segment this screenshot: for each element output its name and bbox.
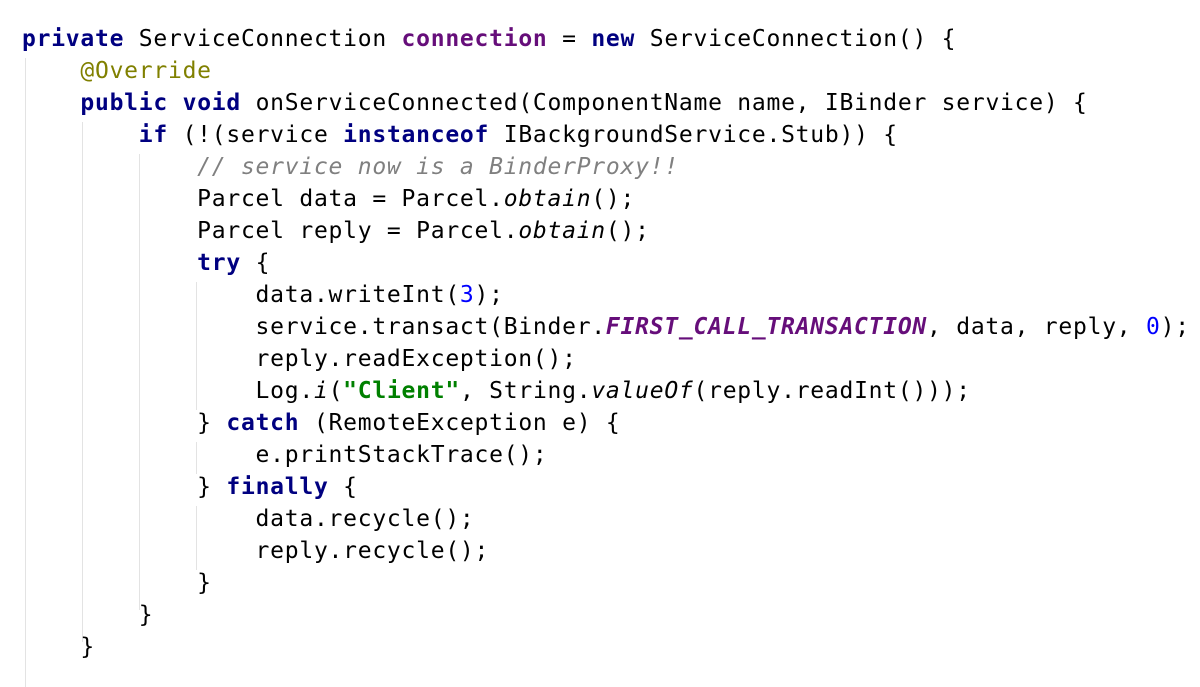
code-line-1[interactable]: private ServiceConnection connection = n…: [22, 23, 956, 55]
code-text: =: [547, 26, 592, 52]
indent-guide-level-1: [25, 58, 26, 687]
indent-guide-level-4: [196, 282, 197, 410]
code-text: , String.: [459, 378, 592, 404]
code-text: reply.recycle();: [22, 538, 490, 564]
code-line-12[interactable]: Log.i("Client", String.valueOf(reply.rea…: [22, 375, 971, 407]
code-text: );: [1160, 314, 1190, 340]
code-text: [168, 90, 183, 116]
code-line-17[interactable]: reply.recycle();: [22, 535, 489, 567]
code-text: data.writeInt(: [22, 282, 460, 308]
code-comment: // service now is a BinderProxy!!: [197, 154, 679, 180]
indent-guide-level-2: [82, 122, 83, 642]
keyword-public: public: [80, 90, 168, 116]
code-line-7[interactable]: Parcel reply = Parcel.obtain();: [22, 215, 650, 247]
keyword-private: private: [22, 26, 125, 52]
code-line-3[interactable]: public void onServiceConnected(Component…: [22, 87, 1088, 119]
code-line-13[interactable]: } catch (RemoteException e) {: [22, 407, 621, 439]
indent: [22, 154, 197, 180]
code-line-11[interactable]: reply.readException();: [22, 343, 577, 375]
keyword-instanceof: instanceof: [343, 122, 490, 148]
code-text: Parcel data = Parcel.: [22, 186, 504, 212]
static-method-i: i: [313, 378, 329, 404]
code-line-19[interactable]: }: [22, 599, 153, 631]
code-line-20[interactable]: }: [22, 631, 95, 663]
code-text: }: [22, 410, 227, 436]
code-text: reply.readException();: [22, 346, 577, 372]
code-line-5[interactable]: // service now is a BinderProxy!!: [22, 151, 679, 183]
code-text: IBackgroundService.Stub)) {: [489, 122, 898, 148]
code-text: (reply.readInt()));: [693, 378, 971, 404]
field-connection: connection: [401, 26, 548, 52]
code-text: }: [22, 474, 227, 500]
static-method-obtain: obtain: [503, 186, 592, 212]
static-method-valueof: valueOf: [591, 378, 694, 404]
code-text: data.recycle();: [22, 506, 475, 532]
code-line-16[interactable]: data.recycle();: [22, 503, 475, 535]
code-text: onServiceConnected(ComponentName name, I…: [240, 90, 1088, 116]
constant-first-call-transaction: FIRST_CALL_TRANSACTION: [605, 314, 928, 340]
keyword-if: if: [138, 122, 168, 148]
code-line-14[interactable]: e.printStackTrace();: [22, 439, 548, 471]
indent: [22, 122, 139, 148]
code-text: Parcel reply = Parcel.: [22, 218, 519, 244]
keyword-finally: finally: [226, 474, 329, 500]
code-text: Log.: [22, 378, 314, 404]
code-line-8[interactable]: try {: [22, 247, 270, 279]
indent: [22, 250, 197, 276]
code-text: {: [240, 250, 271, 276]
code-text: }: [22, 570, 212, 596]
code-text: ServiceConnection: [124, 26, 402, 52]
code-line-4[interactable]: if (!(service instanceof IBackgroundServ…: [22, 119, 898, 151]
indent: [22, 90, 80, 116]
code-text: ();: [591, 186, 636, 212]
code-line-18[interactable]: }: [22, 567, 212, 599]
code-line-10[interactable]: service.transact(Binder.FIRST_CALL_TRANS…: [22, 311, 1190, 343]
code-line-2[interactable]: @Override: [22, 55, 212, 87]
code-text: (: [328, 378, 344, 404]
code-line-9[interactable]: data.writeInt(3);: [22, 279, 504, 311]
code-text: }: [22, 634, 95, 660]
number-literal: 0: [1146, 314, 1161, 340]
code-text: e.printStackTrace();: [22, 442, 548, 468]
indent-guide-level-4c: [196, 506, 197, 570]
code-text: );: [474, 282, 504, 308]
code-text: ServiceConnection() {: [635, 26, 957, 52]
indent: [22, 58, 80, 84]
code-text: (!(service: [167, 122, 344, 148]
static-method-obtain: obtain: [518, 218, 606, 244]
code-text: }: [22, 602, 154, 628]
number-literal: 3: [459, 282, 475, 308]
keyword-catch: catch: [226, 410, 300, 436]
code-text: service.transact(Binder.: [22, 314, 606, 340]
keyword-try: try: [197, 250, 241, 276]
code-text: ();: [605, 218, 650, 244]
code-line-15[interactable]: } finally {: [22, 471, 358, 503]
indent-guide-level-3: [139, 154, 140, 610]
code-text: , data, reply,: [927, 314, 1146, 340]
code-text: (RemoteException e) {: [299, 410, 621, 436]
code-line-6[interactable]: Parcel data = Parcel.obtain();: [22, 183, 635, 215]
keyword-new: new: [591, 26, 636, 52]
keyword-void: void: [182, 90, 241, 116]
annotation-override: @Override: [80, 58, 212, 84]
indent-guide-level-4b: [196, 442, 197, 474]
string-literal: "Client": [343, 378, 460, 404]
code-text: {: [328, 474, 358, 500]
